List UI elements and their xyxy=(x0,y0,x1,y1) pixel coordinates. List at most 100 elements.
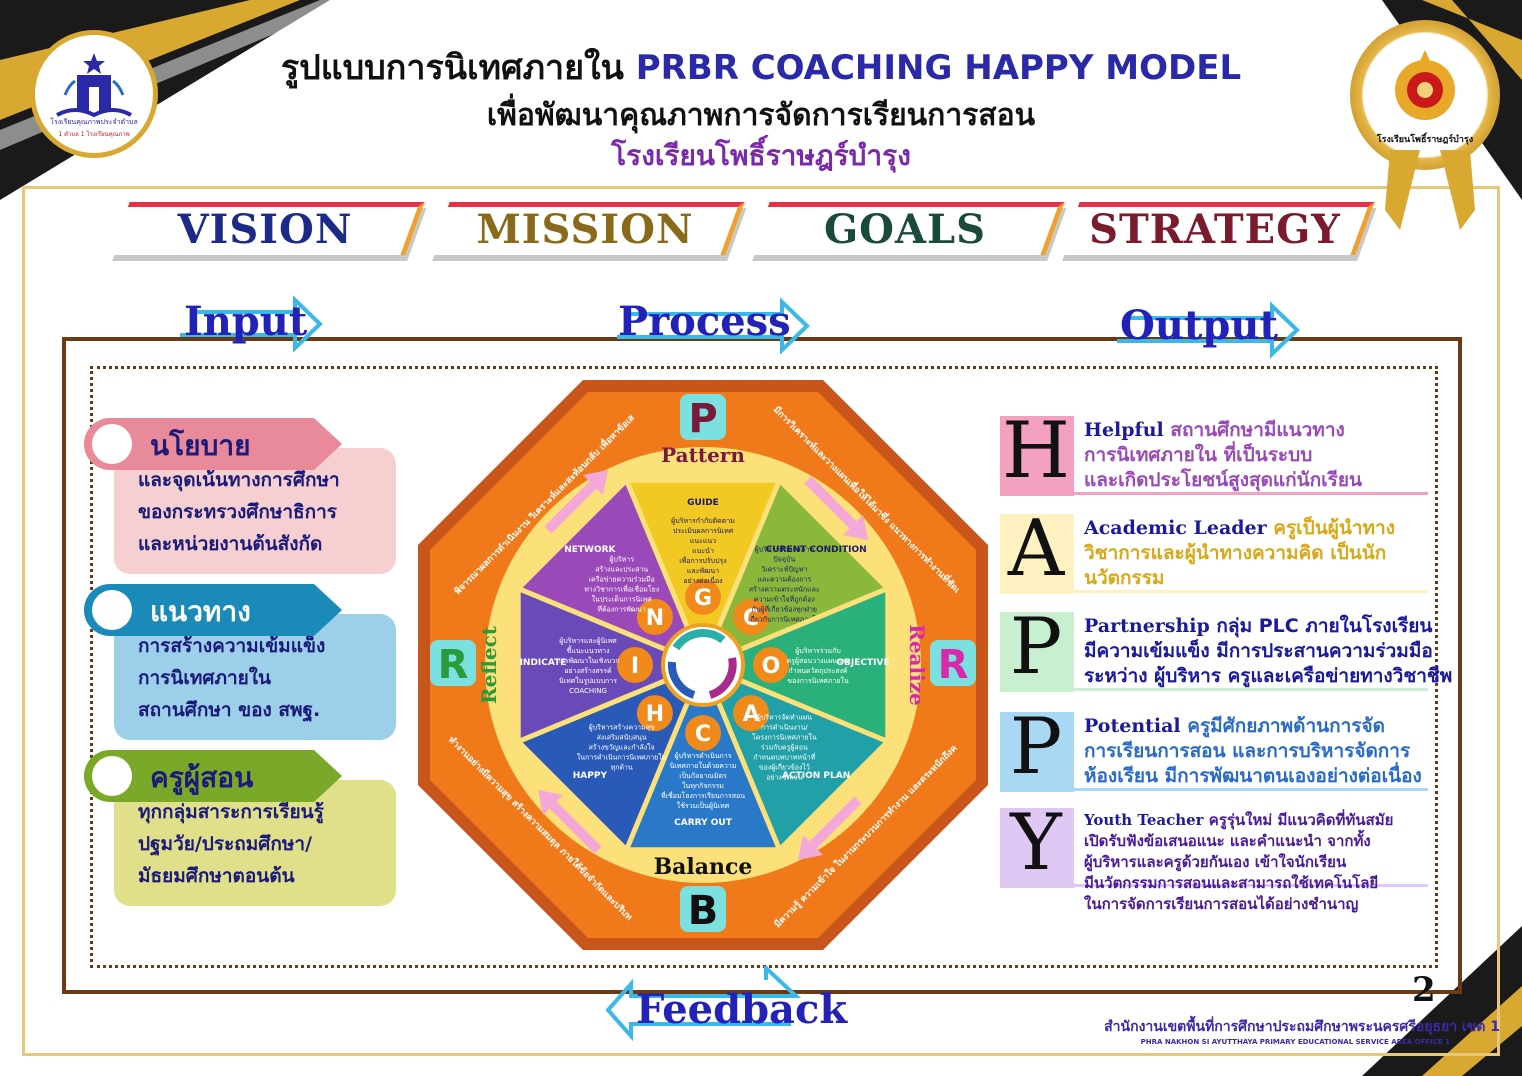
cycle-arrow-icon xyxy=(667,661,696,699)
happy-underline xyxy=(1000,688,1428,691)
segment-letter-badge xyxy=(733,695,770,732)
segment-description: การดำเนินงาน/ xyxy=(761,723,809,731)
segment-description: ผู้บริหารสร้างความสุข xyxy=(589,723,655,731)
logo-left-line1: โรงเรียนคุณภาพประจำตำบล xyxy=(50,118,138,126)
segment-description: ชี้แนะแนวทาง xyxy=(567,644,610,655)
segment-description: เป็นกัลยาณมิตร xyxy=(679,771,727,780)
output-arrow-icon xyxy=(1117,301,1300,359)
policy-heading: นโยบาย xyxy=(150,429,251,462)
happy-first-line-text: ครูมีศักยภาพด้านการจัด xyxy=(1180,715,1385,737)
flow-arrow-icon xyxy=(804,796,862,854)
happy-word: Partnership xyxy=(1084,615,1210,637)
segment-letter-badge xyxy=(733,598,770,635)
happy-letter-p: P xyxy=(1009,602,1063,692)
seal-ribbons xyxy=(1385,150,1475,230)
segment-description: ความเข้าใจที่ถูกต้อง xyxy=(754,595,815,604)
happy-description-line: วิชาการและผู้นำทางความคิด เป็นนัก xyxy=(1084,542,1387,564)
happy-underline xyxy=(1000,590,1428,593)
process-heading: Process xyxy=(618,298,791,345)
pillar-vision-label: VISION xyxy=(177,206,353,253)
flow-arrow-head-icon xyxy=(798,835,823,860)
pillar-goals-label: GOALS xyxy=(823,206,987,253)
subtitle: เพื่อพัฒนาคุณภาพการจัดการเรียนการสอน xyxy=(486,98,1036,133)
input-card-teachers: ทุกกลุ่มสาระการเรียนรู้ ปฐมวัย/ประถมศึกษ… xyxy=(84,750,396,910)
segment-description: ที่ต้องการพัฒนา xyxy=(597,605,645,614)
happy-first-line: Helpful สถานศึกษามีแนวทาง xyxy=(1084,418,1345,443)
flow-arrow-icon xyxy=(804,476,862,534)
segment-letter-badge xyxy=(636,695,673,732)
segment-description: ทางวิชาการเพื่อเชื่อมโยง xyxy=(584,585,659,594)
r-right-badge xyxy=(930,640,976,686)
title-english: PRBR COACHING HAPPY MODEL xyxy=(635,48,1242,88)
segment-letter: I xyxy=(631,654,639,679)
segment-description: การพัฒนาในเชิงบวก xyxy=(557,656,620,665)
happy-first-line: Academic Leader ครูเป็นผู้นำทาง xyxy=(1084,516,1395,541)
pillar-mission-label: MISSION xyxy=(476,206,694,253)
feedback-heading: Feedback xyxy=(636,986,848,1033)
segment-description: นิเทศในรูปแบบการ xyxy=(559,676,617,685)
segment-description: สร้างขวัญและกำลังใจ xyxy=(589,742,655,751)
segment-letter-badge xyxy=(636,598,673,635)
pillar-vision: VISION xyxy=(110,202,425,262)
segment-description: ประเมินผลการนิเทศ xyxy=(673,527,734,535)
input-card-policy-head: นโยบาย xyxy=(84,418,342,470)
happy-description-line: นวัตกรรม xyxy=(1084,567,1165,589)
p-badge xyxy=(680,394,726,440)
segment-description: ของผู้เกี่ยวข้องไว้ xyxy=(759,762,810,771)
segment-description: อย่างสร้างสรรค์ xyxy=(564,667,612,675)
happy-description-line: มีนวัตกรรมการสอนและสามารถใช้เทคโนโลยี xyxy=(1084,874,1379,892)
segment-description: ปัจจุบัน xyxy=(773,556,795,564)
teachers-line: มัธยมศึกษาตอนต้น xyxy=(138,865,295,887)
segment-description: ผู้บริหารดำเนินการ xyxy=(675,752,732,760)
guideline-line: การนิเทศภายใน xyxy=(138,667,272,689)
segment-label: GUIDE xyxy=(687,498,719,508)
segment-description: กับผู้ที่เกี่ยวข้องทุกฝ่าย xyxy=(752,605,817,614)
segment-label: NETWORK xyxy=(564,545,616,555)
segment-description: เพื่อการปรับปรุง xyxy=(679,556,726,565)
happy-word: Academic Leader xyxy=(1084,517,1267,539)
cycle-arrow-icon xyxy=(708,657,737,699)
segment-description: อย่างชัดเจน xyxy=(766,773,802,781)
segment-label: CARRY OUT xyxy=(674,818,733,828)
happy-underline xyxy=(1000,492,1428,495)
school-quality-logo: โรงเรียนคุณภาพประจำตำบล 1 ตำบล 1 โรงเรีย… xyxy=(30,30,158,158)
pillar-mission: MISSION xyxy=(430,202,745,262)
segment-label: OBJECTIVE xyxy=(836,658,889,668)
happy-letter-p: P xyxy=(1009,702,1063,792)
segment-description: อย่างต่อเนื่อง xyxy=(683,576,722,585)
input-card-policy: และจุดเน้นทางการศึกษา ของกระทรวงศึกษาธิก… xyxy=(84,418,396,578)
school-seal: โรงเรียนโพธิ์ราษฎร์บำรุง xyxy=(1350,20,1500,170)
guideline-heading: แนวทาง xyxy=(150,595,251,628)
happy-description-line: ห้องเรียน มีการพัฒนาตนเองอย่างต่อเนื่อง xyxy=(1084,765,1422,787)
teachers-line: ปฐมวัย/ประถมศึกษา/ xyxy=(138,833,313,855)
input-card-guideline-head: แนวทาง xyxy=(84,584,342,636)
r-left-letter: R xyxy=(438,642,469,688)
process-arrow-icon xyxy=(617,297,810,355)
pillar-strategy-label: STRATEGY xyxy=(1089,206,1341,253)
segment-description: ทุกด้าน xyxy=(611,763,633,771)
happy-first-line-text: ครูรุ่นใหม่ มีแนวคิดที่ทันสมัย xyxy=(1203,811,1394,829)
feedback-arrow-icon xyxy=(606,966,802,1042)
segment-description: และความต้องการ xyxy=(757,576,811,584)
segment-description: สร้างความตระหนักและ xyxy=(749,586,820,594)
segment-label: INDICATE xyxy=(520,658,567,668)
happy-description-line: ระหว่าง ผู้บริหาร ครูและเครือข่ายทางวิชา… xyxy=(1084,665,1453,687)
logo-left-line2: 1 ตำบล 1 โรงเรียนคุณภาพ xyxy=(58,131,130,138)
segment-description: ส่งเสริมสนับสนุน xyxy=(597,733,647,741)
flow-arrow-icon xyxy=(544,476,602,534)
flow-arrow-head-icon xyxy=(843,515,868,540)
segment-description: วิเคราะห์ปัญหา xyxy=(761,566,807,574)
teachers-line: ทุกกลุ่มสาระการเรียนรู้ xyxy=(138,801,324,823)
main-title: รูปแบบการนิเทศภายใน PRBR COACHING HAPPY … xyxy=(0,40,1522,94)
segment-description: ใช้รวมเป็นผู้นิเทศ xyxy=(677,801,730,810)
happy-letter-h: H xyxy=(1001,406,1071,496)
segment-letter-badge xyxy=(753,647,789,683)
school-name: โรงเรียนโพธิ์ราษฎร์บำรุง xyxy=(611,139,911,172)
teachers-heading: ครูผู้สอน xyxy=(150,761,254,794)
b-badge xyxy=(680,886,726,932)
happy-description-line: ในการจัดการเรียนการสอนได้อย่างชำนาญ xyxy=(1084,895,1359,913)
b-letter: B xyxy=(688,888,719,934)
happy-letter-bg xyxy=(1000,416,1074,496)
flow-arrow-head-icon xyxy=(583,470,608,495)
input-card-guideline: การสร้างความเข้มแข็ง การนิเทศภายใน สถานศ… xyxy=(84,584,396,744)
